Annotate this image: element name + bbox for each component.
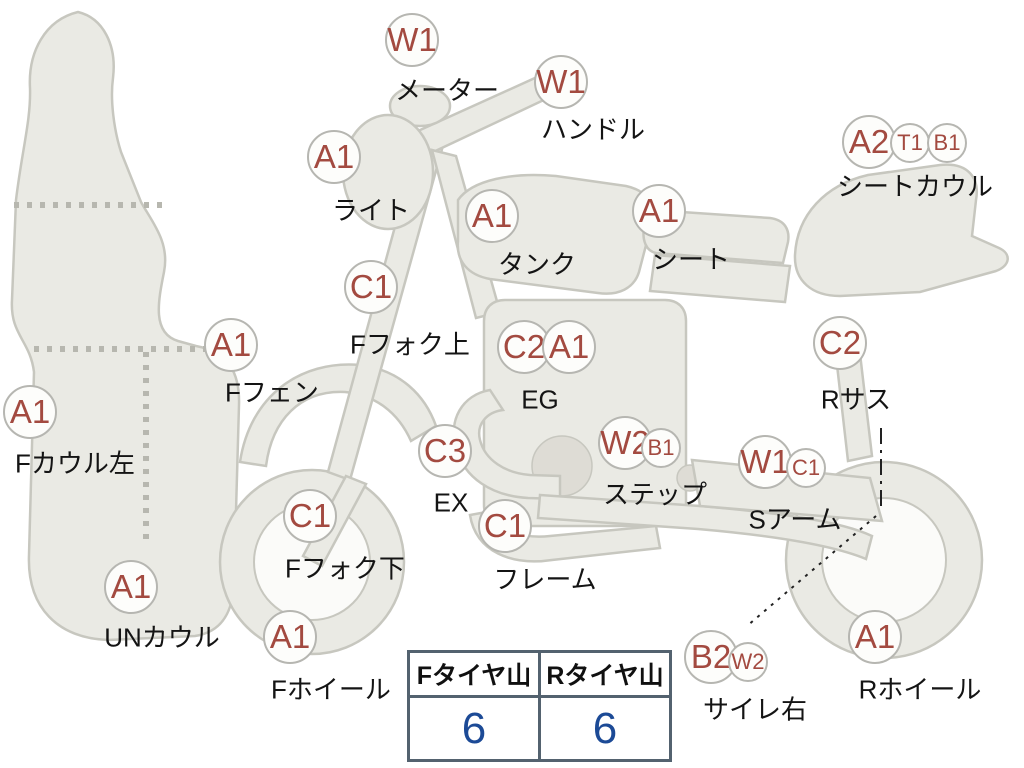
- rear-tire-tread-header: Rタイヤ山: [538, 650, 672, 698]
- marker-frame-code-c1: C1: [478, 499, 532, 553]
- marker-rear-wheel-label: Rホイール: [858, 674, 982, 705]
- marker-silencer-right-label: サイレ右: [702, 694, 808, 725]
- marker-frame-label: フレーム: [493, 564, 597, 595]
- seat-cowl-shape: [793, 163, 1009, 298]
- marker-seat-cowl-code-b1: B1: [927, 123, 967, 163]
- marker-seat-cowl-code-t1: T1: [890, 123, 930, 163]
- marker-front-fender-code-a1: A1: [204, 318, 258, 372]
- marker-rear-suspension-code-c2: C2: [813, 316, 867, 370]
- marker-meter-code-w1: W1: [385, 13, 439, 67]
- marker-front-wheel-code-a1: A1: [263, 610, 317, 664]
- marker-seat-cowl-label: シートカウル: [836, 171, 994, 202]
- leader-line-layer: [746, 428, 882, 627]
- marker-exhaust-label: EX: [433, 487, 469, 518]
- marker-swing-arm-code-c1: C1: [786, 448, 826, 488]
- marker-front-cowl-left-code-a1: A1: [3, 385, 57, 439]
- marker-step-code-b1: B1: [641, 428, 681, 468]
- marker-front-fork-upper-label: Fフォク上: [350, 329, 470, 360]
- rear-tire-tread-value: 6: [538, 695, 672, 762]
- marker-front-fork-lower-code-c1: C1: [283, 489, 337, 543]
- marker-tank-label: タンク: [497, 249, 577, 280]
- marker-engine-code-a1: A1: [542, 320, 596, 374]
- marker-front-fork-lower-label: Fフォク下: [285, 553, 405, 584]
- marker-front-cowl-left-label: Fカウル左: [15, 448, 135, 479]
- tire-tread-table: Fタイヤ山 Rタイヤ山 6 6: [407, 650, 672, 762]
- marker-handlebar-code-w1: W1: [534, 55, 588, 109]
- marker-step-label: ステップ: [602, 479, 708, 510]
- marker-silencer-right-code-b2: B2: [684, 630, 738, 684]
- marker-handlebar-label: ハンドル: [540, 114, 646, 145]
- marker-rear-wheel-code-a1: A1: [848, 610, 902, 664]
- marker-seat-label: シート: [651, 244, 731, 275]
- marker-engine-label: EG: [521, 384, 559, 415]
- subframe-shape: [648, 253, 792, 304]
- marker-seat-code-a1: A1: [632, 184, 686, 238]
- marker-seat-cowl-code-a2: A2: [842, 115, 896, 169]
- marker-meter-label: メーター: [394, 75, 500, 106]
- marker-under-cowl-label: UNカウル: [104, 622, 220, 653]
- marker-light-label: ライト: [331, 195, 411, 226]
- marker-front-fork-upper-code-c1: C1: [344, 260, 398, 314]
- leader-line-dotted: [746, 515, 877, 627]
- meter-shape: [388, 84, 452, 128]
- marker-rear-suspension-label: Rサス: [820, 384, 892, 415]
- marker-light-code-a1: A1: [307, 130, 361, 184]
- marker-front-wheel-label: Fホイール: [271, 674, 391, 705]
- marker-exhaust-code-c3: C3: [418, 424, 472, 478]
- marker-tank-code-a1: A1: [465, 189, 519, 243]
- marker-under-cowl-code-a1: A1: [104, 560, 158, 614]
- front-tire-tread-value: 6: [407, 695, 541, 762]
- marker-front-fender-label: Fフェン: [225, 377, 319, 408]
- marker-silencer-right-code-w2: W2: [728, 642, 768, 682]
- marker-swing-arm-code-w1: W1: [738, 435, 792, 489]
- marker-swing-arm-label: Sアーム: [748, 504, 842, 535]
- front-tire-tread-header: Fタイヤ山: [407, 650, 541, 698]
